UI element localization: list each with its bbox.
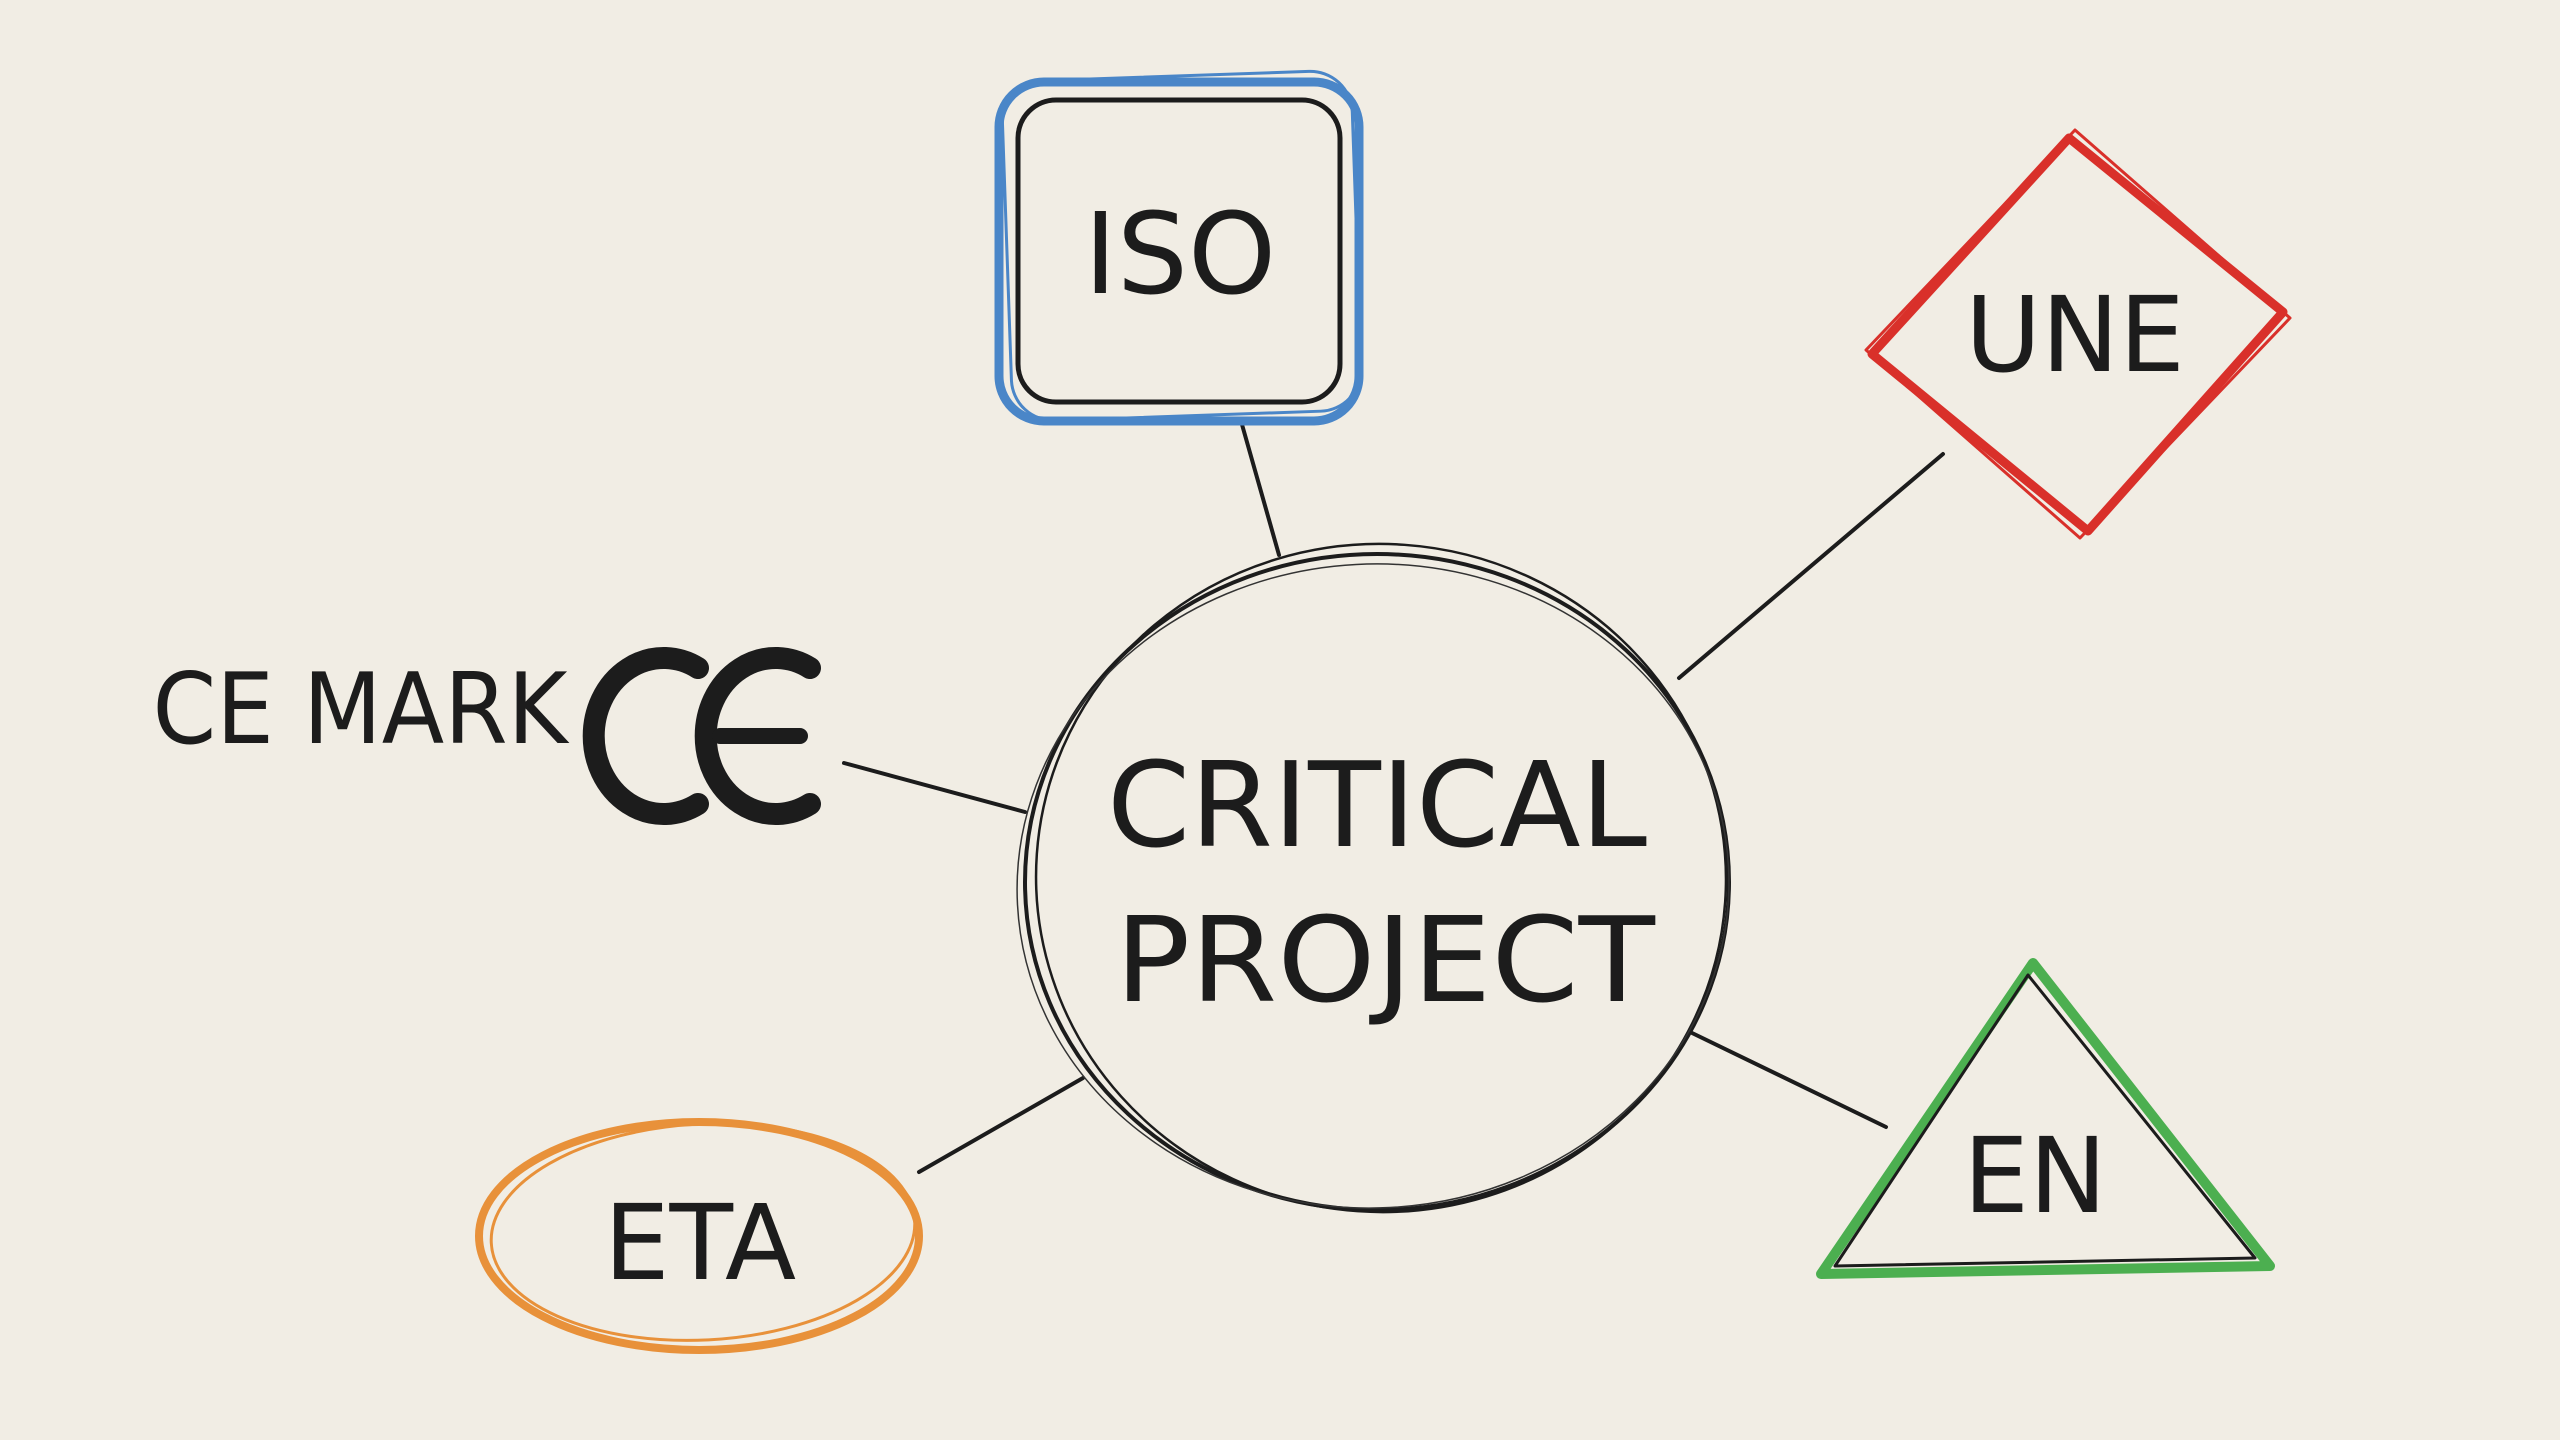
ce-mark-symbol-icon xyxy=(582,647,821,825)
node-en: EN xyxy=(1816,958,2275,1279)
connector-eta xyxy=(917,1076,1085,1174)
connector-une xyxy=(1677,452,1945,680)
central-label-line2: PROJECT xyxy=(1115,891,1656,1029)
connectors xyxy=(842,419,1945,1174)
node-une: UNE xyxy=(1864,128,2292,540)
node-ce-mark: CE MARK xyxy=(153,647,821,825)
une-label: UNE xyxy=(1965,274,2185,396)
central-label-line1: CRITICAL xyxy=(1107,736,1647,874)
node-iso: ISO xyxy=(994,69,1364,426)
iso-label: ISO xyxy=(1084,190,1276,320)
en-label: EN xyxy=(1963,1115,2107,1237)
node-eta: ETA xyxy=(475,1118,923,1354)
ce-mark-label: CE MARK xyxy=(153,653,571,767)
connector-en xyxy=(1688,1030,1888,1129)
connector-iso xyxy=(1239,419,1281,557)
connector-ce xyxy=(842,761,1027,814)
eta-label: ETA xyxy=(604,1182,796,1304)
central-node: CRITICAL PROJECT xyxy=(1016,542,1731,1214)
